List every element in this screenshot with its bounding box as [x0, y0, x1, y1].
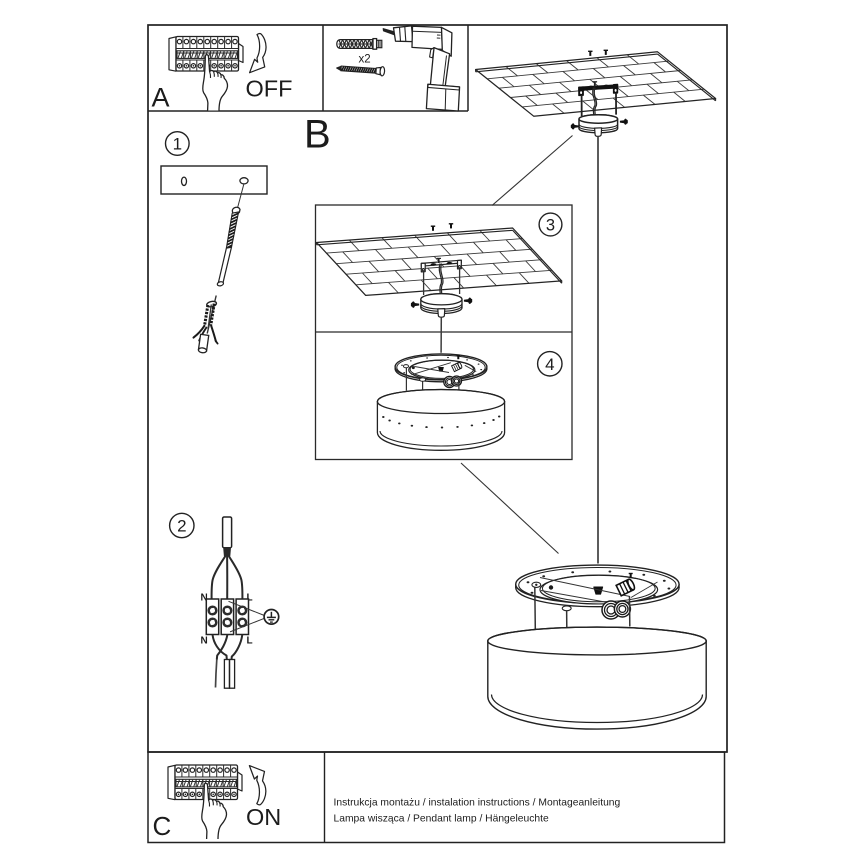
- svg-text:B: B: [304, 113, 331, 157]
- svg-text:2: 2: [177, 517, 186, 536]
- svg-text:C: C: [153, 811, 172, 841]
- svg-text:OFF: OFF: [246, 76, 293, 102]
- svg-text:3: 3: [546, 216, 555, 234]
- svg-text:L: L: [247, 636, 253, 647]
- svg-text:ON: ON: [246, 804, 281, 830]
- svg-text:A: A: [152, 83, 170, 113]
- svg-text:Lampa wisząca / Pendant lamp /: Lampa wisząca / Pendant lamp / Hängeleuc…: [334, 814, 549, 825]
- svg-text:L: L: [247, 593, 253, 604]
- svg-text:x2: x2: [359, 54, 371, 66]
- svg-text:N: N: [201, 593, 208, 604]
- svg-text:Instrukcja montażu / instalati: Instrukcja montażu / instalation instruc…: [334, 798, 621, 809]
- svg-text:4: 4: [545, 355, 554, 374]
- svg-text:N: N: [201, 636, 208, 647]
- svg-text:1: 1: [173, 135, 182, 154]
